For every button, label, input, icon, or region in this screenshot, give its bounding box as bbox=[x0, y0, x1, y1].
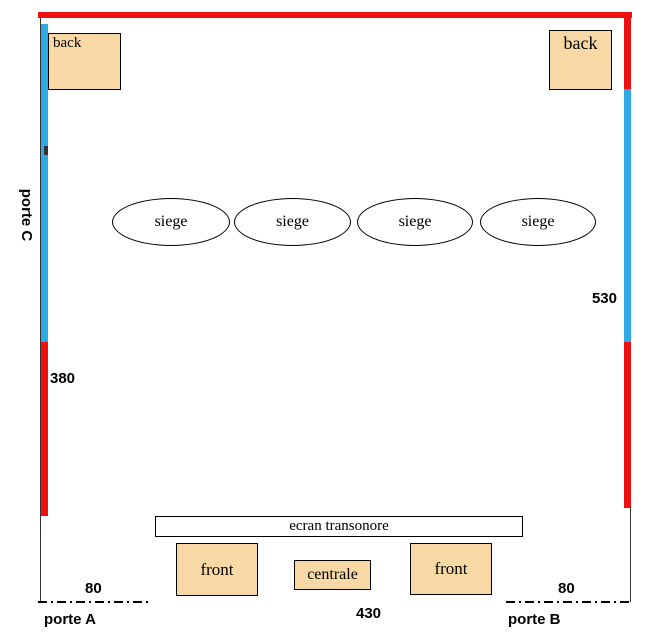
door-a-opening-line bbox=[38, 601, 148, 603]
back-speaker-right-label: back bbox=[563, 33, 598, 53]
seat-ellipse-4: siege bbox=[480, 198, 596, 246]
screen-box: ecran transonore bbox=[155, 516, 523, 537]
dim-door-a-offset: 80 bbox=[85, 580, 102, 597]
seat-label-3: siege bbox=[398, 213, 432, 230]
seat-label-2: siege bbox=[276, 213, 309, 230]
dim-right-wall: 530 bbox=[591, 290, 617, 307]
screen-label: ecran transonore bbox=[289, 518, 389, 534]
door-b-opening-line bbox=[506, 601, 632, 603]
front-speaker-left-label: front bbox=[200, 559, 234, 579]
porte-a-label: porte A bbox=[44, 611, 96, 628]
front-speaker-right-label: front bbox=[434, 559, 468, 578]
wall-right-red-top bbox=[624, 15, 631, 89]
seat-ellipse-2: siege bbox=[234, 198, 351, 246]
dim-left-wall: 380 bbox=[50, 370, 76, 387]
seat-ellipse-3: siege bbox=[357, 198, 473, 246]
porte-c-label: porte C bbox=[18, 188, 35, 242]
porte-b-label: porte B bbox=[508, 611, 561, 628]
wall-left-red bbox=[41, 342, 48, 516]
centrale-speaker-box: centrale bbox=[294, 560, 371, 590]
back-speaker-right-box: back bbox=[549, 30, 612, 90]
wall-left-blue bbox=[41, 24, 48, 342]
back-speaker-left-label: back bbox=[53, 35, 82, 51]
wall-right-blue bbox=[624, 89, 631, 342]
wall-left-tick bbox=[44, 146, 48, 155]
seat-label-4: siege bbox=[521, 213, 555, 230]
back-speaker-left-box: back bbox=[48, 33, 121, 90]
seat-label-1: siege bbox=[154, 213, 188, 230]
wall-right-red-bottom bbox=[624, 342, 631, 508]
wall-top-red bbox=[38, 12, 632, 18]
room-outline-left bbox=[40, 13, 41, 602]
front-speaker-right-box: front bbox=[410, 543, 492, 595]
dim-door-b-offset: 80 bbox=[558, 580, 575, 597]
seat-ellipse-1: siege bbox=[112, 198, 230, 246]
dim-bottom-span: 430 bbox=[356, 605, 382, 622]
centrale-speaker-label: centrale bbox=[307, 566, 358, 583]
front-speaker-left-box: front bbox=[176, 543, 258, 596]
